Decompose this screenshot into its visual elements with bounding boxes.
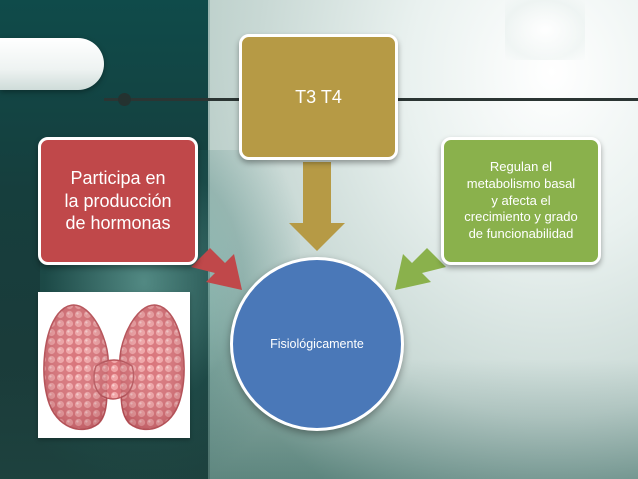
header-pill-decoration — [0, 38, 104, 90]
box-hormone-production-label: Participa en la producción de hormonas — [64, 168, 172, 234]
background-glass-highlight — [505, 0, 585, 60]
arrow-left-to-center — [191, 248, 242, 290]
arrow-top-to-center — [289, 162, 345, 251]
thyroid-image — [38, 292, 190, 438]
box-metabolism-label: Regulan el metabolismo basal y afecta el… — [464, 158, 578, 242]
arrow-right-to-center — [395, 248, 446, 290]
box-hormone-production: Participa en la producción de hormonas — [38, 137, 198, 265]
box-metabolism: Regulan el metabolismo basal y afecta el… — [441, 137, 601, 265]
thyroid-gland-icon — [43, 304, 185, 431]
box-t3-t4: T3 T4 — [239, 34, 398, 160]
center-circle-label: Fisiológicamente — [270, 337, 364, 351]
center-circle: Fisiológicamente — [230, 257, 404, 431]
box-t3-t4-label: T3 T4 — [295, 87, 342, 107]
header-rule-dot — [118, 93, 131, 106]
